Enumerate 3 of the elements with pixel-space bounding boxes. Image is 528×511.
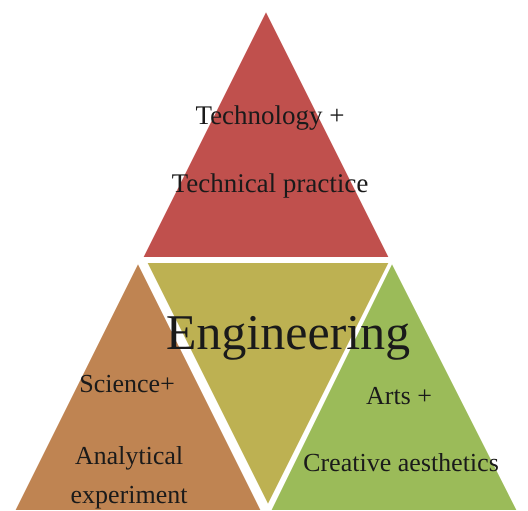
triangle-subtext: Analytical experiment [70,440,188,511]
triangle-heading: Science+ [78,369,176,399]
triangle-heading: Arts + [365,381,433,411]
